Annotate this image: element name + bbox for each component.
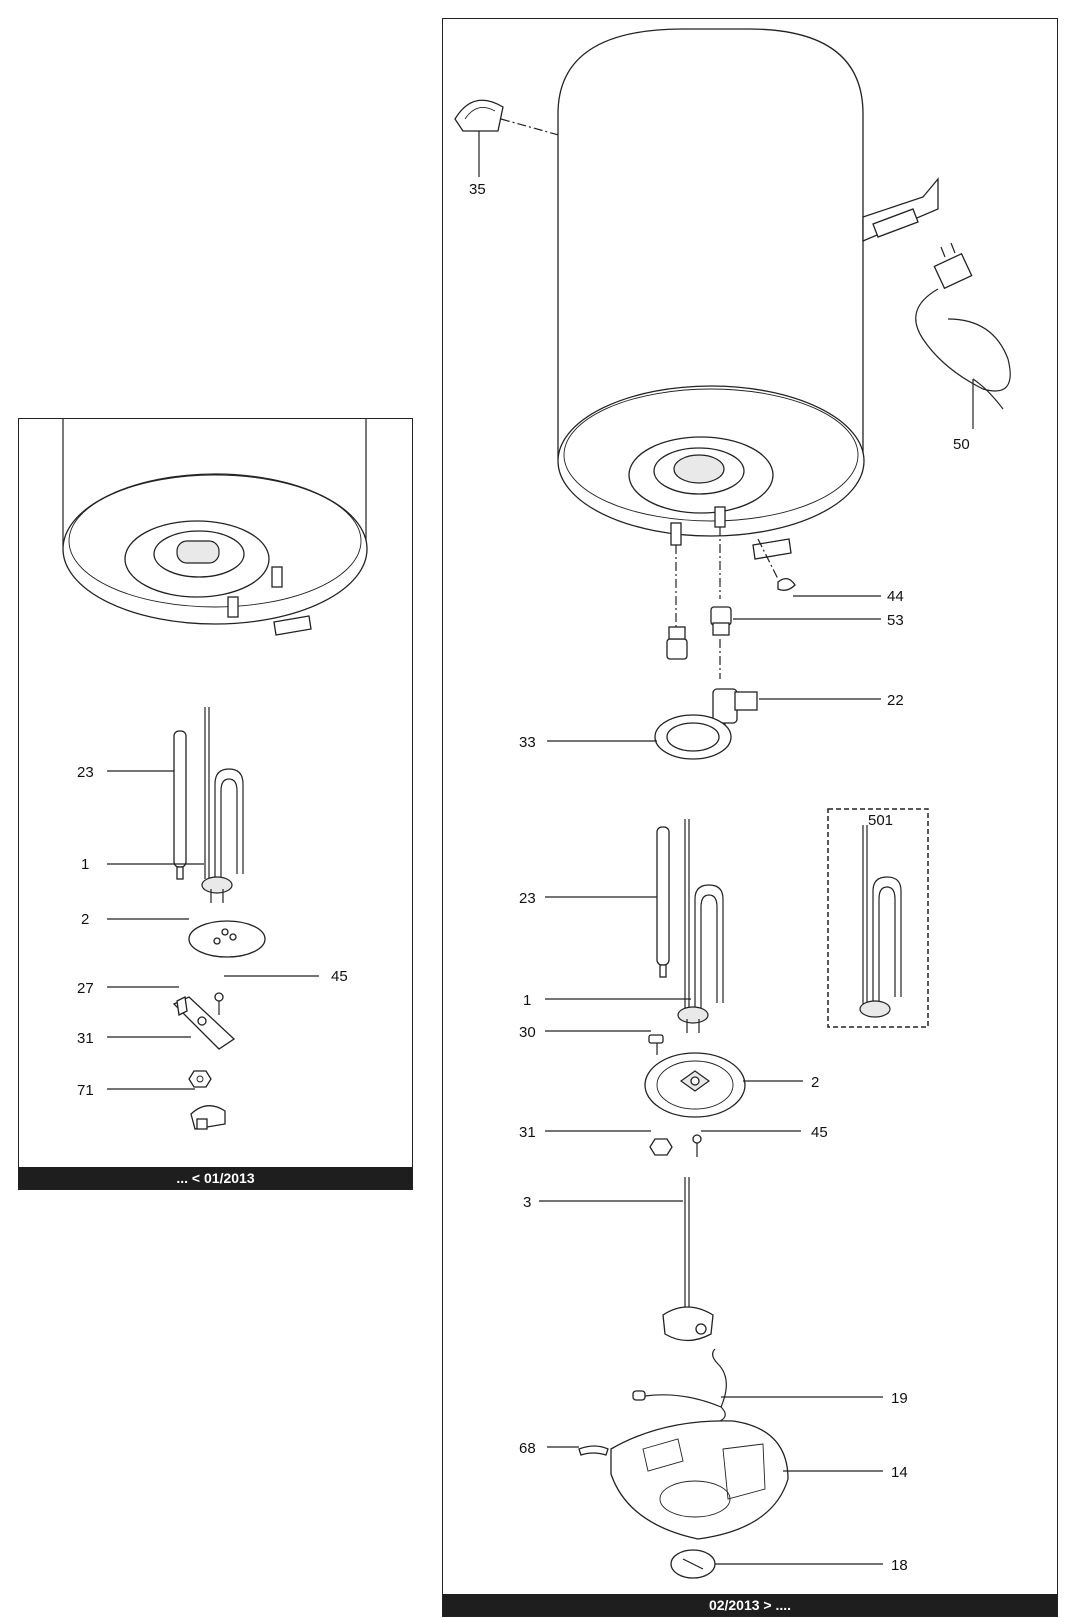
heating-element	[677, 819, 724, 1033]
thermostat	[662, 1177, 714, 1342]
callout-1: 1	[81, 856, 89, 873]
nut	[188, 1070, 212, 1088]
flange-gasket	[188, 920, 266, 958]
alt-heating-element	[859, 825, 902, 1018]
anode-rod	[173, 730, 187, 880]
callout-71: 71	[77, 1082, 94, 1099]
callout-44: 44	[887, 588, 904, 605]
callout-22: 22	[887, 692, 904, 709]
callout-53: 53	[887, 612, 904, 629]
callout-30: 30	[519, 1024, 536, 1041]
insulation-pad	[578, 1445, 609, 1456]
callout-45: 45	[331, 968, 348, 985]
callout-2: 2	[81, 911, 89, 928]
left-panel-old-version: 23 1 2 27 45 31 71 ... < 01/2013	[18, 418, 413, 1190]
callout-1: 1	[523, 992, 531, 1009]
callout-23: 23	[77, 764, 94, 781]
callout-501: 501	[868, 812, 893, 829]
tank-bottom	[62, 419, 368, 636]
thermostat-knob	[670, 1549, 716, 1579]
callout-68: 68	[519, 1440, 536, 1457]
earth-clip	[777, 578, 796, 591]
callout-19: 19	[891, 1390, 908, 1407]
callout-31: 31	[77, 1030, 94, 1047]
callout-2: 2	[811, 1074, 819, 1091]
earth-screw	[648, 1034, 664, 1055]
right-panel-footer: 02/2013 > ....	[443, 1594, 1057, 1616]
callout-33: 33	[519, 734, 536, 751]
right-exploded-diagram: 35 50 44 53 22 33 501 23 1 30 2 31 45 3 …	[454, 28, 1011, 1579]
callout-18: 18	[891, 1557, 908, 1574]
callout-31: 31	[519, 1124, 536, 1141]
nut	[649, 1138, 673, 1156]
heating-element	[201, 707, 244, 903]
callout-45: 45	[811, 1124, 828, 1141]
terminal-plate	[190, 1105, 226, 1130]
gasket-ring	[654, 714, 732, 760]
leader-lines	[107, 770, 319, 1090]
anode-rod	[656, 826, 670, 978]
callout-3: 3	[523, 1194, 531, 1211]
callout-35: 35	[469, 181, 486, 198]
callout-27: 27	[77, 980, 94, 997]
wall-bracket	[862, 177, 939, 242]
left-panel-footer: ... < 01/2013	[19, 1167, 412, 1189]
tank-body	[557, 28, 865, 560]
flange-plate	[644, 1052, 746, 1118]
callout-23: 23	[519, 890, 536, 907]
screw	[692, 1134, 702, 1157]
bottom-cover	[610, 1420, 789, 1540]
screw	[214, 992, 224, 1015]
alternative-part-box	[827, 808, 929, 1028]
leader-lines	[539, 595, 883, 1565]
bracket	[172, 996, 236, 1050]
right-panel-new-version: 35 50 44 53 22 33 501 23 1 30 2 31 45 3 …	[442, 18, 1058, 1617]
left-exploded-diagram: 23 1 2 27 45 31 71	[62, 419, 368, 1130]
callout-50: 50	[953, 436, 970, 453]
thermostat-cable	[632, 1348, 727, 1425]
dielectric-fitting	[666, 606, 732, 660]
power-cord	[915, 242, 1011, 429]
callout-14: 14	[891, 1464, 908, 1481]
